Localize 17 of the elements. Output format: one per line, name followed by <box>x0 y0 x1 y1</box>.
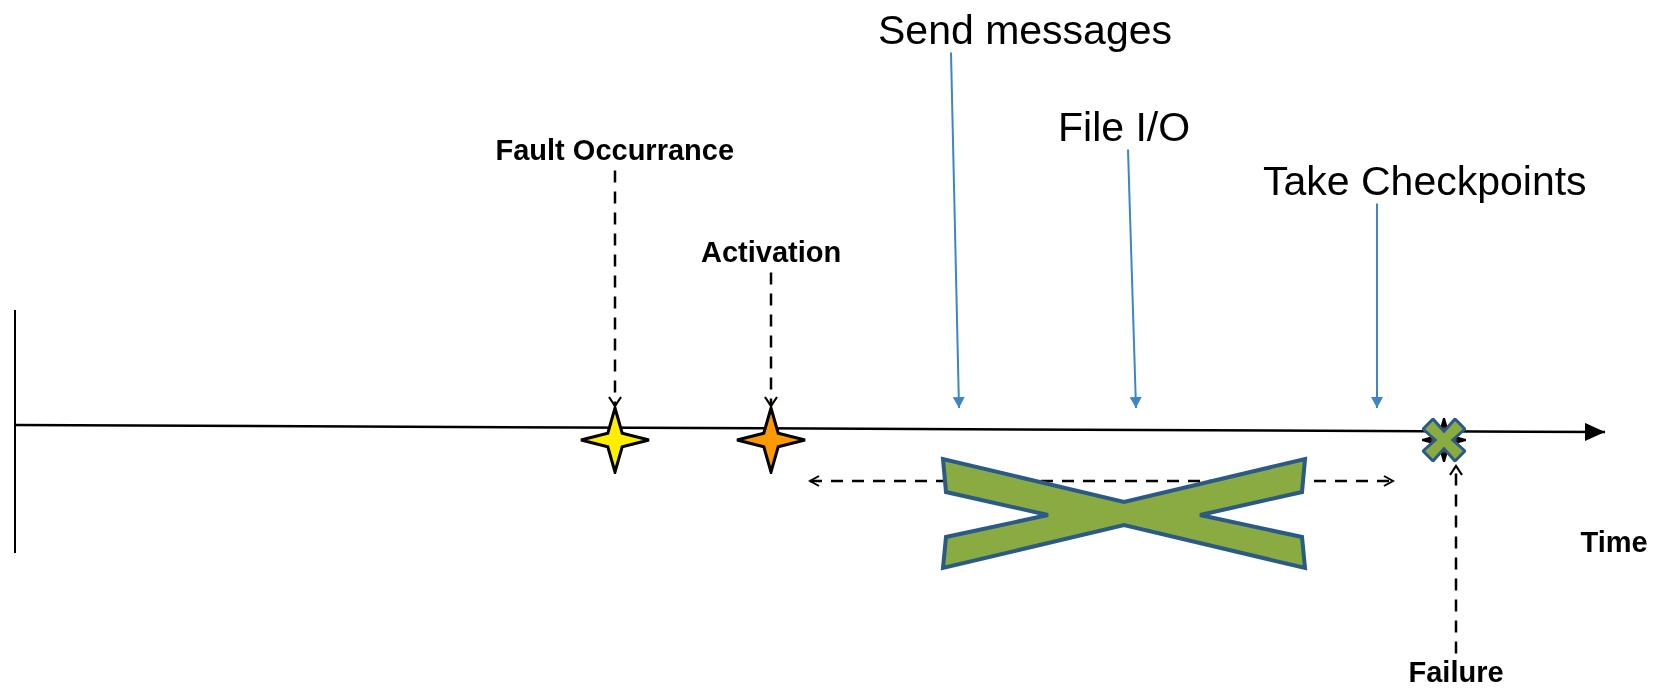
arrow <box>1448 464 1464 654</box>
cross-out-mark <box>940 455 1308 571</box>
annotation-text: Take Checkpoints <box>1263 160 1587 202</box>
crossed-failure-marker <box>1422 418 1466 462</box>
pointer-arrow <box>1127 148 1142 409</box>
arrow <box>607 170 623 408</box>
pointer-arrow <box>950 51 965 409</box>
annotation-text: File I/O <box>1058 106 1191 148</box>
event-label: Activation <box>701 237 842 267</box>
arrow <box>763 272 779 408</box>
annotation-text: Send messages <box>878 9 1172 51</box>
event-label: Failure <box>1408 657 1504 687</box>
star-marker <box>579 406 651 474</box>
event-label: Fault Occurrance <box>495 135 735 165</box>
pointer-arrow <box>1371 202 1383 409</box>
axis-label: Time <box>1580 527 1648 557</box>
star-marker <box>735 406 807 474</box>
